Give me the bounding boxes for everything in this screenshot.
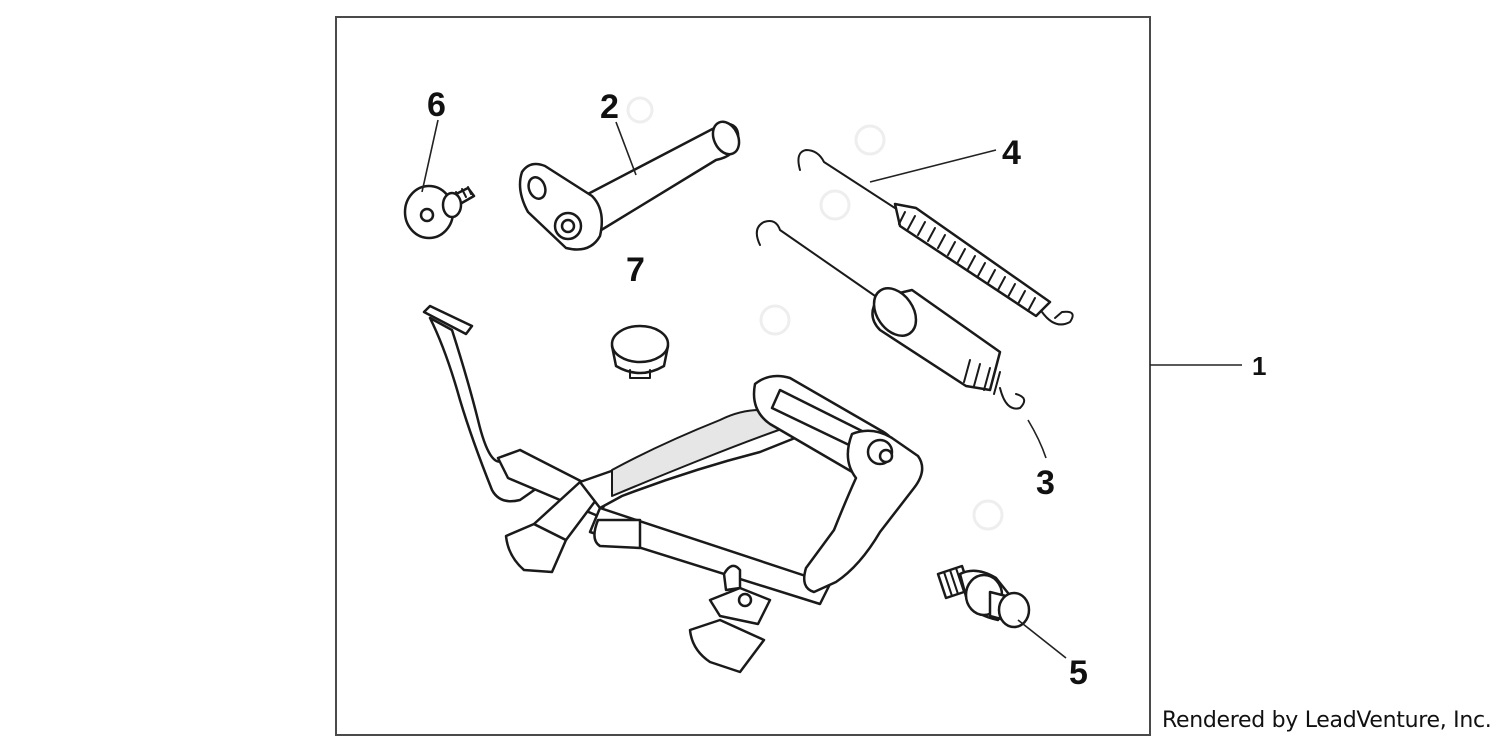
part-1-main-stand <box>422 304 924 674</box>
callout-6: 6 <box>427 86 446 124</box>
callout-4: 4 <box>1002 134 1021 172</box>
callout-5: 5 <box>1069 654 1088 692</box>
part-2-pivot-pin <box>518 120 741 251</box>
callout-1: 1 <box>1252 351 1266 381</box>
render-credit: Rendered by LeadVenture, Inc. <box>1162 708 1492 733</box>
part-7-stopper <box>610 324 670 379</box>
diagram-frame <box>335 16 1151 736</box>
callout-7: 7 <box>626 251 645 289</box>
leader-lines <box>421 119 1242 659</box>
watermark <box>626 96 1004 531</box>
callout-3: 3 <box>1036 464 1055 502</box>
part-6-bolt <box>403 184 476 240</box>
part-3-spring-cover <box>755 220 1026 410</box>
callout-2: 2 <box>600 88 619 126</box>
part-5-stepped-pin <box>936 564 1031 629</box>
part-4-spring <box>797 149 1074 326</box>
